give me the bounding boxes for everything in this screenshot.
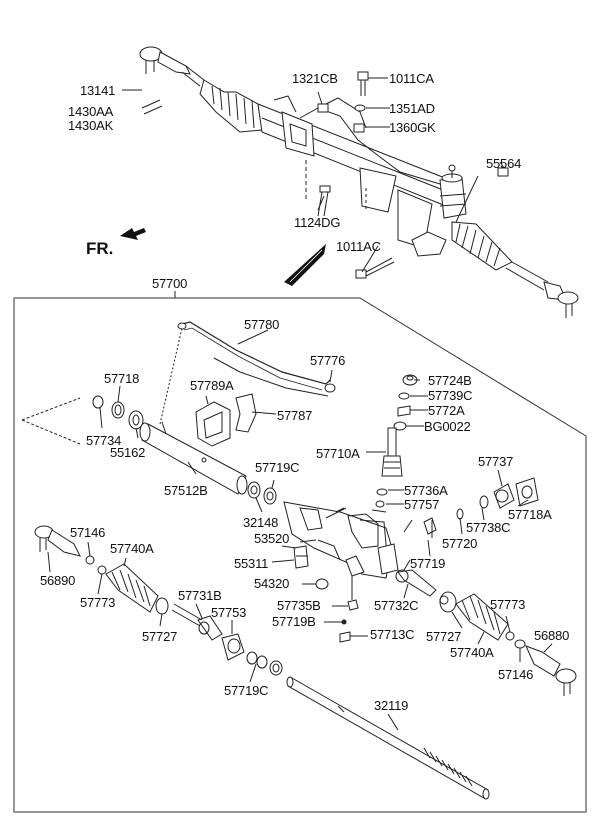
part-label-57719B: 57719B <box>272 614 316 629</box>
part-label-BG0022: BG0022 <box>424 419 471 434</box>
part-label-57727-right: 57727 <box>426 629 462 644</box>
part-label-57713C: 57713C <box>370 627 415 642</box>
part-label-57724B: 57724B <box>428 373 472 388</box>
part-label-57710A: 57710A <box>316 446 360 461</box>
part-label-57740A-right: 57740A <box>450 645 494 660</box>
part-label-53520: 53520 <box>254 531 290 546</box>
leaders-top <box>122 77 505 273</box>
part-label-57776: 57776 <box>310 353 346 368</box>
part-label-1351AD: 1351AD <box>389 101 435 116</box>
part-label-5772A: 5772A <box>428 403 465 418</box>
part-label-57719C-bottom: 57719C <box>224 683 269 698</box>
part-label-57787: 57787 <box>277 408 313 423</box>
part-label-57146-left: 57146 <box>70 525 106 540</box>
tie-rod-end-upper-left <box>139 46 205 87</box>
part-label-57718A: 57718A <box>508 507 552 522</box>
top-assembly <box>120 46 579 318</box>
part-label-56890: 56890 <box>40 573 76 588</box>
part-label-57740A-left: 57740A <box>110 541 154 556</box>
rack-housing-detail <box>283 501 399 579</box>
part-label-55564: 55564 <box>486 156 522 171</box>
part-label-32148: 32148 <box>243 515 279 530</box>
part-label-1360GK: 1360GK <box>389 120 436 135</box>
part-label-57720: 57720 <box>442 536 478 551</box>
part-label-1011AC: 1011AC <box>336 239 381 254</box>
part-label-54320: 54320 <box>254 576 290 591</box>
part-label-32119: 32119 <box>374 698 409 713</box>
rack-bar <box>286 676 490 800</box>
part-label-57146-right: 57146 <box>498 667 534 682</box>
part-label-1321CB: 1321CB <box>292 71 338 86</box>
part-label-56880: 56880 <box>534 628 570 643</box>
part-label-57753: 57753 <box>211 605 247 620</box>
part-label-57773-left: 57773 <box>80 595 116 610</box>
detail-frame <box>13 291 587 813</box>
detail-wedge <box>284 244 326 286</box>
detail-parts <box>34 321 577 800</box>
part-label-57734: 57734 <box>86 433 122 448</box>
part-label-57739C: 57739C <box>428 388 473 403</box>
front-direction-label: FR. <box>86 239 114 258</box>
top-fasteners <box>141 71 509 279</box>
part-label-57735B: 57735B <box>277 598 321 613</box>
part-label-57736A: 57736A <box>404 483 448 498</box>
part-label-57757: 57757 <box>404 497 440 512</box>
part-label-57732C: 57732C <box>374 598 419 613</box>
part-label-57727-left: 57727 <box>142 629 178 644</box>
part-label-13141: 13141 <box>80 83 116 98</box>
pressure-pipe <box>181 321 331 385</box>
part-label-57737: 57737 <box>478 454 514 469</box>
part-label-57719C-top: 57719C <box>255 460 300 475</box>
bellows-upper-right <box>451 221 549 291</box>
front-direction-arrow <box>120 228 146 240</box>
part-label-55162: 55162 <box>110 445 146 460</box>
part-label-1011CA: 1011CA <box>389 71 434 86</box>
part-label-57718: 57718 <box>104 371 140 386</box>
part-label-1430AK: 1430AK <box>68 118 114 133</box>
part-label-57780: 57780 <box>244 317 280 332</box>
part-label-1124DG: 1124DG <box>294 215 341 230</box>
part-label-57731B: 57731B <box>178 588 222 603</box>
part-label-55311: 55311 <box>234 556 269 571</box>
valve-pinion-upper <box>439 164 467 219</box>
part-label-57789A: 57789A <box>190 378 234 393</box>
bellows-upper-left <box>199 79 263 133</box>
part-label-1430AA: 1430AA <box>68 104 114 119</box>
part-label-57738C: 57738C <box>466 520 511 535</box>
part-label-57719: 57719 <box>410 556 446 571</box>
rack-housing-upper <box>257 95 451 257</box>
part-label-57773-right: 57773 <box>490 597 526 612</box>
part-label-57512B: 57512B <box>164 483 208 498</box>
part-label-57700: 57700 <box>152 276 188 291</box>
tie-rod-end-upper-right <box>543 281 579 318</box>
